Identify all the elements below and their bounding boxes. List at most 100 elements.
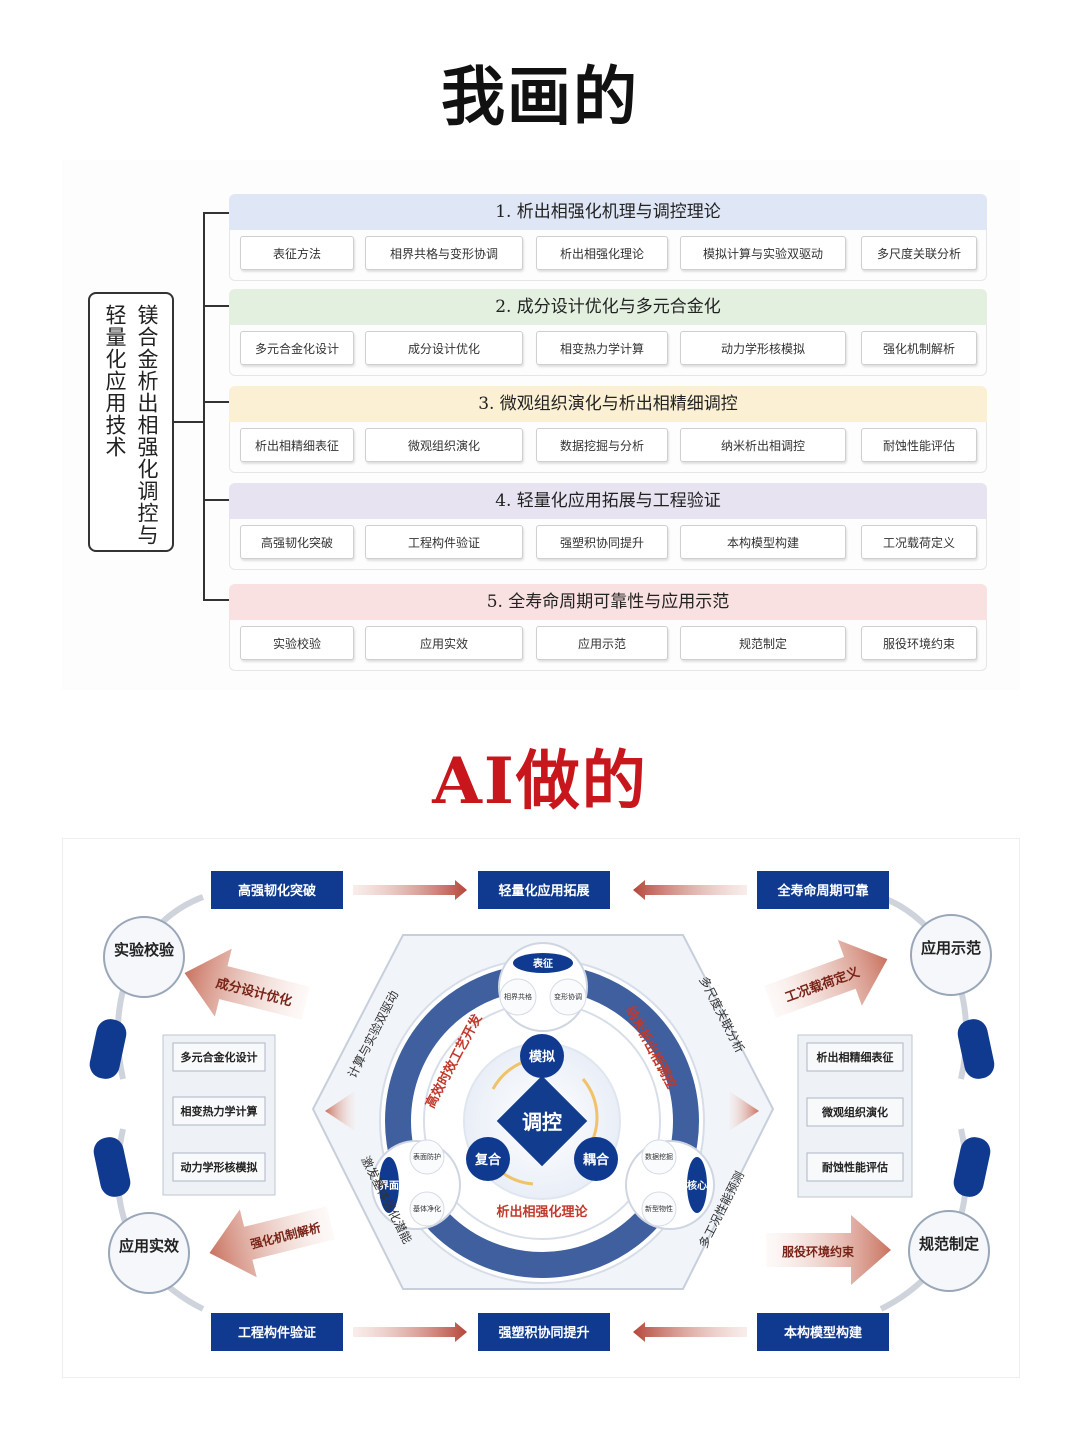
loop-pill-3 [957,1019,995,1079]
svg-text:全寿命周期可靠: 全寿命周期可靠 [776,883,868,899]
group-1-item: 表征方法 [240,236,354,270]
circle-standard: 规范制定 [908,1210,990,1292]
svg-text:微观组织演化: 微观组织演化 [821,1105,888,1119]
group-5-item: 应用实效 [365,626,523,660]
group-2-item: 强化机制解析 [861,331,977,365]
bubble-top-left: 相界共格 [504,992,532,1001]
left-panel-item-2: 相变热力学计算 [172,1096,266,1126]
hex-pointer-left [325,1091,355,1131]
loop-pill-1 [89,1019,127,1079]
arrow-environment: 服役环境约束 [766,1215,891,1285]
bubble-left: 界面 表面防护 基体净化 [371,1139,461,1230]
group-3-item: 数据挖掘与分析 [536,428,668,462]
group-2-item: 成分设计优化 [365,331,523,365]
flow-arrow-top-1 [353,880,467,900]
bottom-diagram-svg: 调控 表征 相界共格 变形协调 界面 表面防护 基体净化 核心 数据挖掘 新型物… [89,871,995,1351]
group-1-items: 表征方法相界共格与变形协调析出相强化理论模拟计算与实验双驱动多尺度关联分析 [229,230,987,281]
svg-text:耦合: 耦合 [583,1152,610,1168]
flow-arrow-bottom-2 [633,1322,747,1342]
group-2-item: 动力学形核模拟 [680,331,846,365]
group-1-item: 多尺度关联分析 [861,236,977,270]
left-panel-item-1: 多元合金化设计 [172,1042,266,1072]
group-3-item: 纳米析出相调控 [680,428,846,462]
connector-branch-3 [203,401,229,403]
bottom-diagram-panel: 调控 表征 相界共格 变形协调 界面 表面防护 基体净化 核心 数据挖掘 新型物… [62,838,1020,1378]
group-5-item: 服役环境约束 [861,626,977,660]
top-box-2: 轻量化应用拓展 [478,871,610,909]
bubble-right-label: 核心 [687,1179,707,1192]
svg-text:强塑积协同提升: 强塑积协同提升 [498,1325,589,1341]
left-panel-item-3: 动力学形核模拟 [172,1152,266,1182]
group-2: 2. 成分设计优化与多元合金化多元合金化设计成分设计优化相变热力学计算动力学形核… [229,289,987,376]
group-5-item: 规范制定 [680,626,846,660]
group-5: 5. 全寿命周期可靠性与应用示范实验校验应用实效应用示范规范制定服役环境约束 [229,584,987,671]
loop-pill-4 [953,1137,991,1197]
svg-text:工程构件验证: 工程构件验证 [238,1325,316,1341]
connector-trunk [203,212,205,601]
group-5-item: 应用示范 [536,626,668,660]
svg-text:规范制定: 规范制定 [919,1235,979,1253]
group-1-item: 相界共格与变形协调 [365,236,523,270]
group-1-item: 模拟计算与实验双驱动 [680,236,846,270]
root-label-line1: 镁合金析出相强化调控与 [135,304,159,546]
group-4-item: 强塑积协同提升 [536,525,668,559]
group-3-item: 微观组织演化 [365,428,523,462]
svg-text:相变热力学计算: 相变热力学计算 [181,1104,258,1118]
connector-branch-4 [203,499,229,501]
group-2-item: 多元合金化设计 [240,331,354,365]
bottom-box-2: 强塑积协同提升 [478,1313,610,1351]
flow-arrow-bottom-1 [353,1322,467,1342]
svg-text:轻量化应用拓展: 轻量化应用拓展 [498,883,590,899]
bubble-left-bottom: 基体净化 [413,1204,441,1213]
group-4-item: 高强韧化突破 [240,525,354,559]
hex-pointer-right [729,1091,759,1131]
bottom-box-3: 本构模型构建 [757,1313,889,1351]
group-1-item: 析出相强化理论 [536,236,668,270]
title-bottom: AI做的 [432,744,648,819]
svg-text:动力学形核模拟: 动力学形核模拟 [181,1160,258,1174]
svg-text:多元合金化设计: 多元合金化设计 [181,1050,258,1064]
right-panel-item-2: 微观组织演化 [806,1097,904,1127]
bubble-right-bottom: 新型物性 [645,1204,673,1213]
node-coupling: 耦合 [574,1137,618,1181]
right-panel-item-3: 耐蚀性能评估 [806,1152,904,1182]
bubble-right: 核心 数据挖掘 新型物性 [625,1139,715,1230]
svg-text:高强韧化突破: 高强韧化突破 [238,883,316,899]
bubble-left-top: 表面防护 [413,1152,441,1161]
node-composite: 复合 [466,1137,510,1181]
connector-branch-1 [203,212,229,214]
group-3-item: 析出相精细表征 [240,428,354,462]
group-4: 4. 轻量化应用拓展与工程验证高强韧化突破工程构件验证强塑积协同提升本构模型构建… [229,483,987,570]
group-3: 3. 微观组织演化与析出相精细调控析出相精细表征微观组织演化数据挖掘与分析纳米析… [229,386,987,473]
group-1: 1. 析出相强化机理与调控理论表征方法相界共格与变形协调析出相强化理论模拟计算与… [229,194,987,281]
group-5-title: 5. 全寿命周期可靠性与应用示范 [229,584,987,620]
right-panel-item-1: 析出相精细表征 [806,1042,904,1072]
svg-text:模拟: 模拟 [529,1049,555,1065]
group-2-item: 相变热力学计算 [536,331,668,365]
connector-branch-5 [203,599,229,601]
group-5-items: 实验校验应用实效应用示范规范制定服役环境约束 [229,620,987,671]
svg-text:耐蚀性能评估: 耐蚀性能评估 [822,1160,888,1174]
group-4-item: 工况载荷定义 [861,525,977,559]
svg-text:服役环境约束: 服役环境约束 [782,1244,855,1259]
bubble-top-label: 表征 [532,957,553,970]
svg-text:应用示范: 应用示范 [921,939,981,957]
group-4-item: 本构模型构建 [680,525,846,559]
top-box-3: 全寿命周期可靠 [757,871,889,909]
arrow-condition: 工况载荷定义 [764,939,888,1018]
node-simulate: 模拟 [520,1034,564,1078]
group-1-title: 1. 析出相强化机理与调控理论 [229,194,987,230]
group-5-item: 实验校验 [240,626,354,660]
bubble-top-right: 变形协调 [554,992,582,1001]
ring-text-bottom: 析出相强化理论 [496,1204,588,1220]
circle-experiment: 实验校验 [103,916,185,998]
cycle-arrow-2 [581,1078,599,1140]
bubble-right-top: 数据挖掘 [645,1152,673,1161]
arrow-mechanism: 强化机制解析 [209,1206,335,1278]
svg-text:应用实效: 应用实效 [119,1237,180,1255]
group-3-items: 析出相精细表征微观组织演化数据挖掘与分析纳米析出相调控耐蚀性能评估 [229,422,987,473]
connector-branch-2 [203,305,229,307]
group-3-title: 3. 微观组织演化与析出相精细调控 [229,386,987,422]
bubble-left-label: 界面 [379,1180,399,1192]
group-2-title: 2. 成分设计优化与多元合金化 [229,289,987,325]
